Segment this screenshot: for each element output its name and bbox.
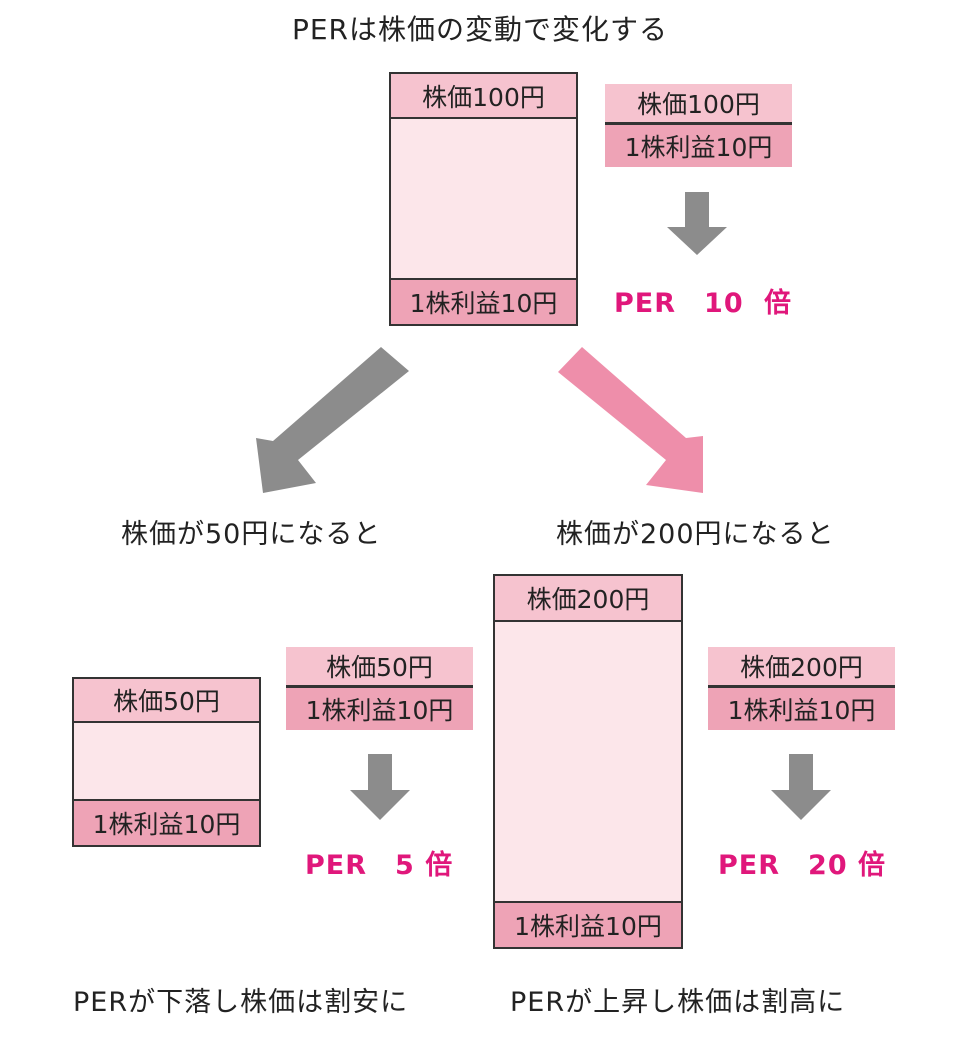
stock-price-label: 株価100円 <box>391 74 576 119</box>
stock-box-right: 株価200円 1株利益10円 <box>493 574 683 949</box>
eps-label: 1株利益10円 <box>391 278 576 324</box>
calc-eps: 1株利益10円 <box>286 688 473 730</box>
per-label: PER <box>614 288 677 319</box>
eps-label: 1株利益10円 <box>74 799 259 845</box>
calc-price: 株価100円 <box>605 84 792 122</box>
down-arrow-icon <box>350 754 410 820</box>
fraction-line <box>286 685 473 688</box>
diagonal-down-left-arrow-icon <box>256 347 409 493</box>
stock-box-left: 株価50円 1株利益10円 <box>72 677 261 847</box>
per-result-left: PER 5 倍 <box>305 843 453 882</box>
condition-right: 株価が200円になると <box>556 519 835 550</box>
per-result-top: PER 10 倍 <box>614 281 792 320</box>
condition-left: 株価が50円になると <box>121 519 382 550</box>
diagonal-down-right-arrow-icon <box>558 347 703 493</box>
per-calculation-left: 株価50円 1株利益10円 <box>286 647 473 730</box>
down-arrow-icon <box>771 754 831 820</box>
conclusion-right: PERが上昇し株価は割高に <box>510 987 846 1018</box>
fraction-line <box>605 122 792 125</box>
calc-eps: 1株利益10円 <box>605 125 792 167</box>
per-unit: 倍 <box>764 288 793 319</box>
fraction-line <box>708 685 895 688</box>
diagram-title: PERは株価の変動で変化する <box>291 13 669 46</box>
per-unit: 倍 <box>858 850 887 881</box>
calc-price: 株価200円 <box>708 647 895 685</box>
per-result-right: PER 20 倍 <box>718 843 886 882</box>
per-calculation-right: 株価200円 1株利益10円 <box>708 647 895 730</box>
down-arrow-icon <box>667 192 727 255</box>
per-value: 5 <box>395 850 415 881</box>
eps-label: 1株利益10円 <box>495 901 681 947</box>
per-label: PER <box>718 850 781 881</box>
per-label: PER <box>305 850 368 881</box>
per-value: 20 <box>808 850 848 881</box>
per-calculation-top: 株価100円 1株利益10円 <box>605 84 792 167</box>
per-unit: 倍 <box>425 850 454 881</box>
conclusion-left: PERが下落し株価は割安に <box>73 987 409 1018</box>
stock-price-label: 株価200円 <box>495 576 681 622</box>
calc-eps: 1株利益10円 <box>708 688 895 730</box>
stock-box-top: 株価100円 1株利益10円 <box>389 72 578 326</box>
stock-price-label: 株価50円 <box>74 679 259 723</box>
per-value: 10 <box>704 288 744 319</box>
calc-price: 株価50円 <box>286 647 473 685</box>
